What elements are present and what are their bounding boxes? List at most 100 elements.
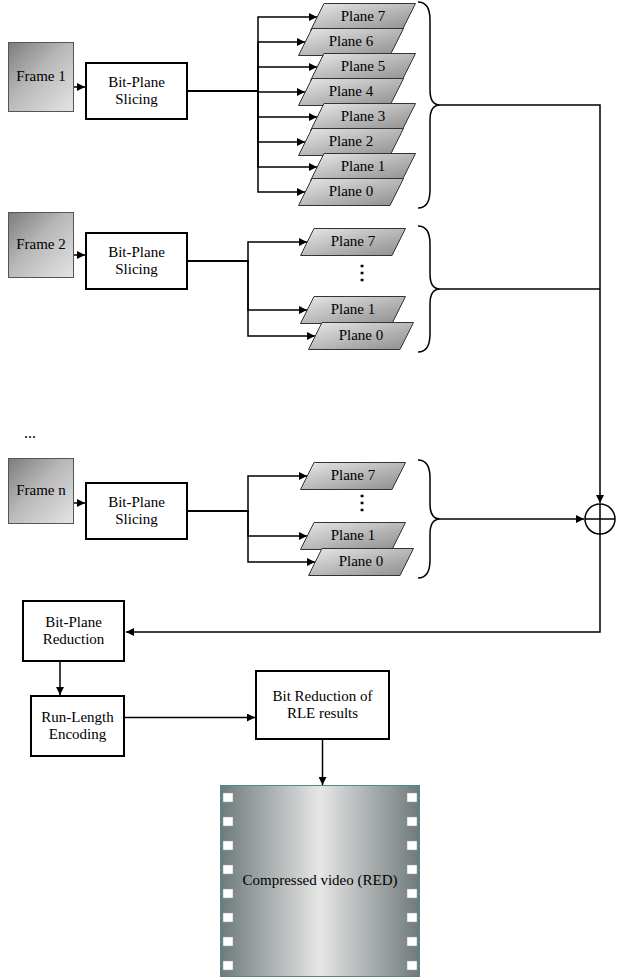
bit-plane: Plane 7 xyxy=(310,3,416,31)
sprocket-hole xyxy=(223,889,233,898)
bit-plane: Plane 6 xyxy=(298,28,404,56)
arrow-connector xyxy=(74,502,85,504)
sprocket-hole xyxy=(223,841,233,850)
video-frame: Frame 1 xyxy=(8,42,74,112)
merge-line xyxy=(126,534,600,632)
plane-outline xyxy=(301,297,406,324)
plane-outline xyxy=(311,154,416,181)
bit-plane: Plane 0 xyxy=(308,322,414,350)
process-box: Run-Length Encoding xyxy=(30,695,125,757)
arrow-connector xyxy=(188,91,305,142)
sprocket-hole xyxy=(407,961,417,970)
node-text: Bit-Plane Slicing xyxy=(93,74,180,109)
bit-plane: Plane 1 xyxy=(300,522,406,550)
sprocket-hole xyxy=(223,865,233,874)
node-text: Plane 3 xyxy=(341,108,386,125)
sprocket-hole xyxy=(407,865,417,874)
ellipsis-label: ⋮ xyxy=(352,492,372,512)
process-box: Bit Reduction of RLE results xyxy=(255,670,390,740)
arrow-connector xyxy=(188,242,307,261)
xor-symbol xyxy=(585,504,615,534)
arrow-connector xyxy=(74,254,85,256)
arrow-connector xyxy=(322,740,324,785)
merge-line xyxy=(440,288,600,290)
sprocket-hole xyxy=(407,913,417,922)
film-body xyxy=(221,786,420,977)
bit-plane: Plane 2 xyxy=(298,128,404,156)
bracket xyxy=(418,2,440,208)
node-text: Bit-Plane Slicing xyxy=(93,244,180,279)
node-text: Frame 1 xyxy=(16,68,66,85)
arrow-connector xyxy=(188,91,317,117)
plane-outline xyxy=(299,129,404,156)
process-box: Bit-Plane Slicing xyxy=(85,232,188,290)
arrow-connector xyxy=(188,91,305,192)
arrow-connector xyxy=(188,91,317,167)
process-box: Bit-Plane Slicing xyxy=(85,62,188,120)
node-text: Bit-Plane Reduction xyxy=(30,614,117,649)
bit-plane: Plane 3 xyxy=(310,103,416,131)
plane-outline xyxy=(311,4,416,31)
bit-plane: Plane 7 xyxy=(300,228,406,256)
node-text: Plane 7 xyxy=(331,467,376,484)
bracket xyxy=(418,226,440,352)
arrow-connector xyxy=(188,261,315,336)
arrow-connector xyxy=(59,662,61,695)
video-frame: Frame 2 xyxy=(8,212,74,278)
process-box: Bit-Plane Slicing xyxy=(85,482,188,540)
node-text: Frame 2 xyxy=(16,236,66,253)
arrow-connector xyxy=(188,476,307,511)
node-text: Plane 1 xyxy=(331,301,376,318)
plane-outline xyxy=(309,323,414,350)
ellipsis-label: ... xyxy=(24,425,36,441)
node-text: Plane 4 xyxy=(329,83,374,100)
plane-outline xyxy=(301,229,406,256)
plane-outline xyxy=(299,29,404,56)
video-frame: Frame n xyxy=(8,458,74,524)
sprocket-hole xyxy=(223,961,233,970)
sprocket-hole xyxy=(407,937,417,946)
node-text: Bit Reduction of RLE results xyxy=(263,688,382,723)
node-text: Run-Length Encoding xyxy=(38,709,117,744)
arrow-connector xyxy=(188,67,317,91)
film-strip: Compressed video (RED) xyxy=(220,785,420,977)
sprocket-hole xyxy=(223,817,233,826)
plane-outline xyxy=(311,104,416,131)
sprocket-hole xyxy=(407,841,417,850)
sprocket-hole xyxy=(407,889,417,898)
node-text: Plane 0 xyxy=(339,327,384,344)
node-text: Plane 1 xyxy=(331,527,376,544)
sprocket-hole xyxy=(407,793,417,802)
bracket xyxy=(418,460,440,578)
plane-outline xyxy=(301,463,406,490)
node-text: Frame n xyxy=(16,482,66,499)
node-text: Plane 0 xyxy=(339,553,384,570)
xor-symbol xyxy=(585,504,615,534)
node-text: Plane 1 xyxy=(341,158,386,175)
plane-outline xyxy=(299,79,404,106)
bit-plane: Plane 1 xyxy=(300,296,406,324)
merge-line xyxy=(440,105,600,503)
process-box: Bit-Plane Reduction xyxy=(22,600,125,662)
arrow-connector xyxy=(125,717,255,719)
sprocket-hole xyxy=(223,937,233,946)
node-text: Compressed video (RED) xyxy=(243,872,398,889)
merge-line xyxy=(440,518,584,520)
node-text: Plane 6 xyxy=(329,33,374,50)
ellipsis-label: ⋮ xyxy=(352,262,372,282)
sprocket-hole xyxy=(223,913,233,922)
bit-plane: Plane 1 xyxy=(310,153,416,181)
plane-outline xyxy=(299,179,404,206)
plane-outline xyxy=(301,523,406,550)
arrow-connector xyxy=(74,86,85,88)
node-text: Bit-Plane Slicing xyxy=(93,494,180,529)
plane-outline xyxy=(309,549,414,576)
bit-plane: Plane 7 xyxy=(300,462,406,490)
arrow-connector xyxy=(188,17,317,91)
bit-plane: Plane 0 xyxy=(308,548,414,576)
plane-outline xyxy=(311,54,416,81)
bit-plane: Plane 5 xyxy=(310,53,416,81)
node-text: Plane 7 xyxy=(331,233,376,250)
sprocket-hole xyxy=(407,817,417,826)
